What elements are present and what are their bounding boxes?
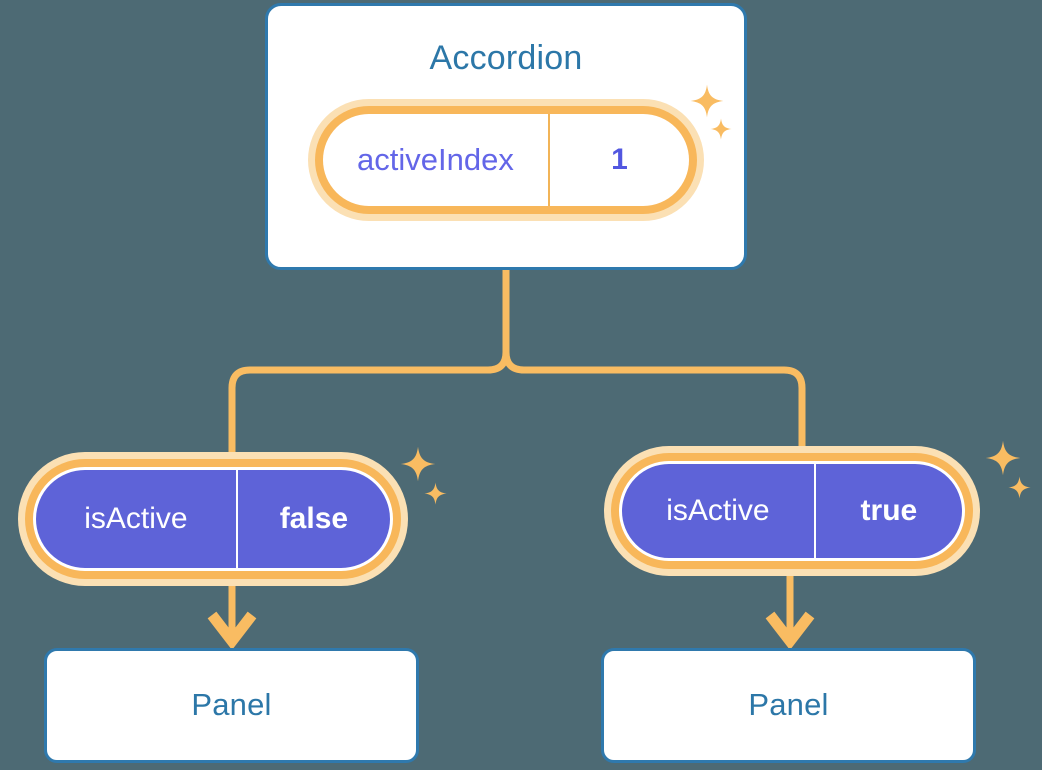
- connector-root-to-left: [228, 266, 510, 456]
- state-pill-active-index[interactable]: activeIndex 1: [308, 99, 704, 221]
- arrowhead-left-icon: [207, 611, 257, 651]
- state-value-label: true: [860, 494, 918, 527]
- pill-body: isActive true: [619, 461, 965, 561]
- pill-ring: activeIndex 1: [315, 106, 697, 214]
- state-pill-is-active-right[interactable]: isActive true: [604, 446, 980, 576]
- sparkle-icon: [985, 440, 1021, 476]
- page-title: Accordion: [429, 39, 583, 77]
- state-key-label: isActive: [622, 464, 816, 558]
- arrowhead-right-icon: [765, 611, 815, 651]
- state-key-label: activeIndex: [323, 114, 550, 206]
- sparkle-icon: [400, 446, 436, 482]
- pill-body: activeIndex 1: [323, 114, 689, 206]
- connector-root-to-right: [502, 266, 806, 456]
- sparkle-icon: [1008, 476, 1031, 499]
- pill-ring: isActive false: [25, 459, 401, 579]
- panel-card-right[interactable]: Panel: [601, 648, 976, 763]
- panel-title: Panel: [191, 687, 272, 722]
- panel-title: Panel: [748, 687, 829, 722]
- panel-card-left[interactable]: Panel: [44, 648, 419, 763]
- state-pill-is-active-left[interactable]: isActive false: [18, 452, 408, 586]
- state-value-label: false: [279, 502, 349, 535]
- state-value-label: 1: [611, 143, 628, 176]
- pill-body: isActive false: [33, 467, 393, 571]
- pill-ring: isActive true: [611, 453, 973, 569]
- state-key-label: isActive: [36, 470, 238, 568]
- sparkle-icon: [424, 482, 447, 505]
